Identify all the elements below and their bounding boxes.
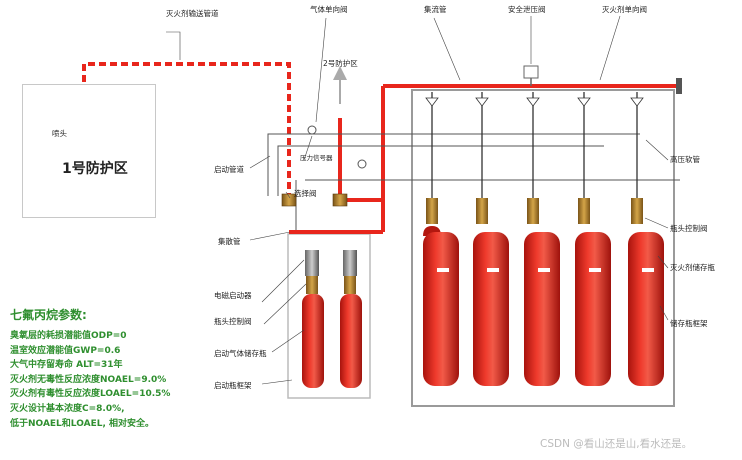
label-safety-relief-valve: 安全泄压阀	[508, 5, 546, 14]
arrow-up-icon	[333, 66, 347, 80]
watermark: CSDN @看山还是山,看水还是。	[540, 438, 693, 450]
params-line: 灭火设计基本浓度C=8.0%,	[10, 403, 125, 414]
label-pilot-rack: 启动瓶框架	[214, 381, 252, 390]
label-zone2: 2号防护区	[323, 59, 358, 68]
params-line: 温室效应潜能值GWP=0.6	[10, 345, 121, 356]
leader-lines	[166, 15, 669, 385]
safety-relief-valve	[523, 65, 539, 79]
params-line: 灭火剂有毒性反应浓度LOAEL=10.5%	[10, 389, 171, 400]
label-gas-check-valve: 气体单向阀	[310, 5, 348, 14]
storage-cylinder	[575, 92, 611, 386]
params-line: 低于NOAEL和LOAEL, 相对安全。	[10, 418, 155, 429]
gas-check-valve	[307, 125, 317, 135]
label-agent-delivery-pipe: 灭火剂输送管道	[166, 9, 219, 18]
label-bottle-head-valve-right: 瓶头控制阀	[670, 224, 708, 233]
label-bottle-head-valve-left: 瓶头控制阀	[214, 317, 252, 326]
storage-cylinder	[473, 92, 509, 386]
storage-cylinder	[628, 92, 664, 386]
storage-rack-frame	[411, 89, 675, 407]
label-pilot-gas-bottle: 启动气体储存瓶	[214, 349, 267, 358]
pilot-cylinder-group	[302, 250, 362, 388]
label-storage-rack: 储存瓶框架	[670, 319, 708, 328]
label-agent-check-valve: 灭火剂单向阀	[602, 5, 647, 14]
params-line: 大气中存留寿命 ALT=31年	[10, 360, 123, 371]
label-pressure-switch: 压力信号器	[300, 154, 333, 162]
params-line: 臭氧层的耗损潜能值ODP=0	[10, 331, 127, 341]
label-manifold: 集流管	[424, 5, 447, 14]
storage-cylinder	[524, 92, 560, 386]
solenoid-starter	[305, 250, 319, 276]
params-line: 灭火剂无毒性反应浓度NOAEL=9.0%	[10, 374, 167, 385]
zone1-title: 1号防护区	[62, 161, 128, 177]
startup-pipes	[267, 133, 680, 230]
selector-valve	[281, 193, 297, 207]
selector-valve	[332, 193, 348, 207]
label-selector-valve: 选择阀	[294, 189, 317, 198]
storage-cylinder	[423, 92, 459, 386]
zone1-box	[22, 84, 156, 218]
storage-cylinder-group	[423, 92, 664, 386]
params-title: 七氟丙烷参数:	[10, 308, 87, 322]
heptafluoropropane-params: 七氟丙烷参数: 臭氧层的耗损潜能值ODP=0 温室效应潜能值GWP=0.6 大气…	[10, 306, 170, 431]
label-agent-storage-bottle: 灭火剂储存瓶	[670, 263, 715, 272]
label-solenoid-starter: 电磁启动器	[214, 291, 252, 300]
label-collector-pipe: 集散管	[218, 237, 241, 246]
label-startup-pipe: 启动管道	[214, 165, 244, 174]
label-nozzle: 喷头	[52, 129, 67, 138]
solenoid-starter	[343, 250, 357, 276]
label-high-pressure-hose: 高压软管	[670, 155, 700, 164]
